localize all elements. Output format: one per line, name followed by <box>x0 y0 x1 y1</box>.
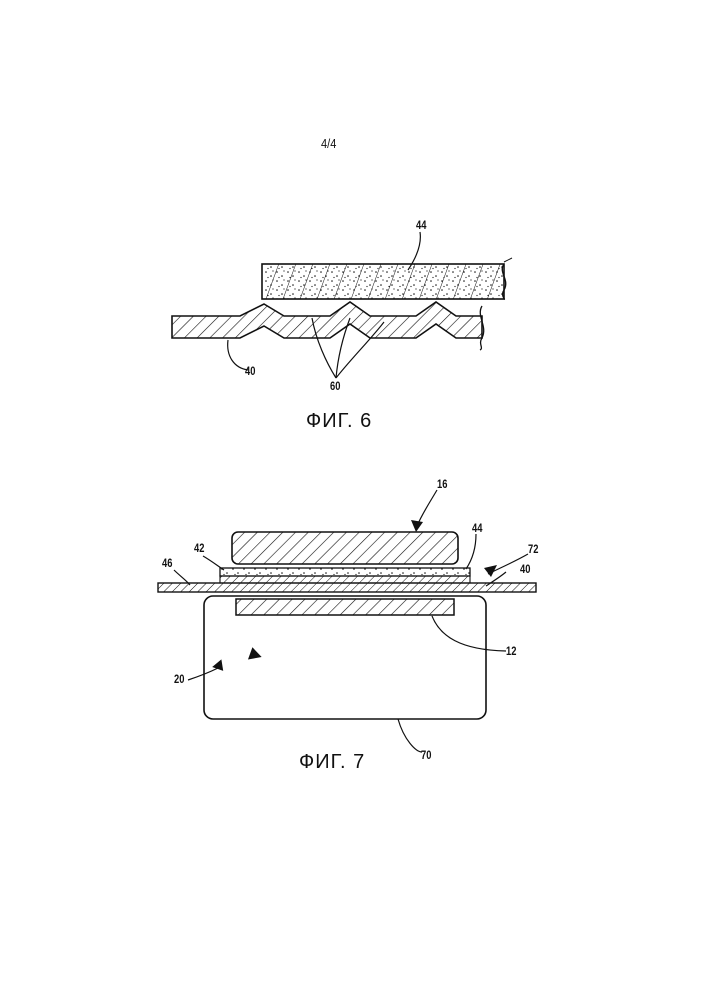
fig6-label-60: 60 <box>330 379 341 393</box>
fig7-label-20: 20 <box>174 672 185 686</box>
page-number: 4/4 <box>321 136 337 151</box>
fig7-block-16 <box>231 531 459 565</box>
fig7-layer-42 <box>219 575 471 584</box>
fig7-label-70: 70 <box>421 748 432 762</box>
fig7-label-12: 12 <box>506 644 517 658</box>
fig7-label-42: 42 <box>194 541 205 555</box>
fig7-label-72: 72 <box>528 542 539 556</box>
fig7-layer-44 <box>219 567 471 577</box>
fig7-film-40 <box>157 582 537 593</box>
fig6-label-40: 40 <box>245 364 256 378</box>
fig7-caption: ФИГ. 7 <box>299 751 366 773</box>
fig7-body-20 <box>203 595 487 720</box>
fig7-label-40: 40 <box>520 562 531 576</box>
fig6-layer-44 <box>261 257 513 300</box>
fig7-label-16: 16 <box>437 477 448 491</box>
fig7-leaders <box>173 533 529 753</box>
fig6-caption: ФИГ. 6 <box>306 410 373 432</box>
fig6-label-44: 44 <box>416 218 427 232</box>
fig6-leaders <box>227 231 421 379</box>
fig7-label-46: 46 <box>162 556 173 570</box>
figure-6 <box>171 231 513 379</box>
fig7-element-12 <box>235 598 455 616</box>
fig6-film-40 <box>171 301 485 351</box>
fig7-label-44: 44 <box>472 521 483 535</box>
figure-7 <box>157 489 537 753</box>
